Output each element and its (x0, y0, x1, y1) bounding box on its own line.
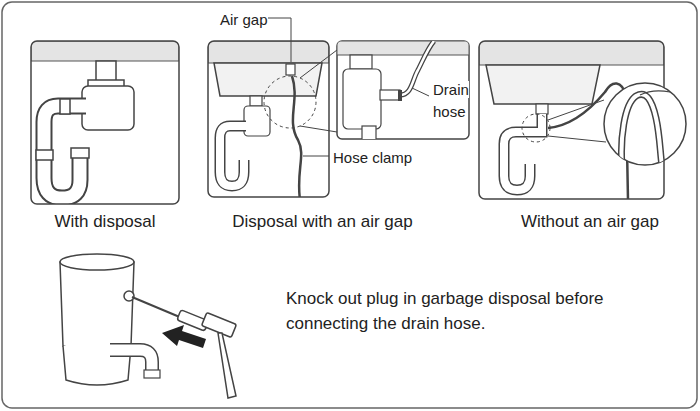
panel-air-gap-part-part (350, 55, 372, 69)
panel-air-gap-part-part (292, 76, 301, 197)
knockout-illustration-part (132, 297, 182, 318)
panel-no-air-gap-part-part (536, 104, 548, 114)
knockout-illustration-part (60, 254, 134, 270)
part-label: Drain hose (433, 79, 479, 123)
panel-air-gap-part (300, 126, 337, 132)
panel-air-gap-part (412, 88, 429, 96)
panel-air-gap-part-part (337, 41, 469, 55)
part-name: Air gap (220, 11, 268, 28)
knockout-illustration-part (124, 291, 134, 301)
panel-air-gap-part-part (398, 90, 402, 101)
panel-air-gap-part-part (264, 76, 316, 128)
panel-air-gap-part (300, 50, 337, 78)
panel-air-gap-part-part (400, 41, 434, 95)
panel-with-disposal-part-part (60, 99, 70, 114)
panel-air-gap-part (208, 41, 329, 197)
panel-air-gap-part-part (400, 41, 434, 95)
panel-air-gap-part (337, 41, 469, 139)
instruction-text: Knock out plug in garbage disposal befor… (286, 289, 604, 333)
knockout-illustration-part (110, 350, 152, 372)
panel-caption: Disposal with an air gap (232, 212, 412, 232)
panel-with-disposal-part-part (71, 148, 89, 158)
panel-node: Disposal with an air gap (190, 40, 455, 232)
part-label: Hose clamp (333, 147, 412, 169)
panel-no-air-gap-part (622, 91, 670, 166)
panel-air-gap-part (303, 156, 329, 157)
panel-with-disposal-part (31, 41, 179, 204)
panel-air-gap-part-part (380, 90, 400, 100)
panel-with-disposal-part-part (36, 150, 53, 160)
panel-air-gap-part (337, 41, 469, 139)
panel-no-air-gap (479, 41, 686, 200)
knockout-illustration-part (144, 370, 160, 378)
panel-air-gap-part (208, 41, 329, 197)
panel-with-disposal (31, 41, 179, 204)
panel-no-air-gap-part (604, 83, 686, 165)
knockout-illustration-part (162, 325, 206, 348)
panel-no-air-gap-part-part (622, 94, 662, 166)
panel-air-gap-part-part (214, 63, 322, 96)
part-label: Air gap (220, 9, 268, 31)
knockout-illustration-part (110, 350, 152, 372)
panel-air-gap-part-part (208, 41, 329, 63)
panel-no-air-gap-part-part (486, 65, 600, 104)
panel-air-gap-part-part (220, 126, 246, 186)
instruction-note: Knock out plug in garbage disposal befor… (286, 286, 661, 336)
panel-air-gap-part-part (343, 69, 381, 129)
panel-caption: With disposal (54, 212, 155, 232)
panel-no-air-gap-part-part (479, 41, 664, 65)
panel-air-gap-part-part (286, 64, 295, 75)
panel-air-gap-part (266, 18, 291, 62)
panel-air-gap-part-part (220, 126, 246, 186)
panel-no-air-gap-part-part (522, 114, 550, 142)
panel-node: With disposal (20, 40, 190, 232)
panel-node: Without an air gap (500, 40, 680, 232)
panel-no-air-gap-part (548, 100, 604, 120)
part-name: Hose clamp (333, 149, 412, 166)
panel-air-gap-part-part (250, 96, 262, 106)
panel-no-air-gap-part (548, 136, 606, 142)
panel-with-disposal-part (31, 41, 179, 198)
panel-no-air-gap-part-part (504, 114, 542, 190)
panel-air-gap-part-part (244, 106, 270, 136)
part-name: Drain hose (433, 81, 469, 120)
panel-caption: Without an air gap (521, 212, 659, 232)
panel-no-air-gap-part-part (640, 91, 670, 95)
panel-air-gap-part-part (362, 126, 376, 139)
panel-no-air-gap-part-part (504, 114, 542, 190)
panel-air-gap (208, 18, 469, 200)
panel-no-air-gap-part-part (622, 94, 662, 166)
panel-with-disposal-part-part (31, 41, 179, 61)
knockout-illustration (60, 254, 236, 398)
panel-with-disposal-part-part (82, 86, 134, 130)
knockout-illustration-part (218, 333, 236, 398)
